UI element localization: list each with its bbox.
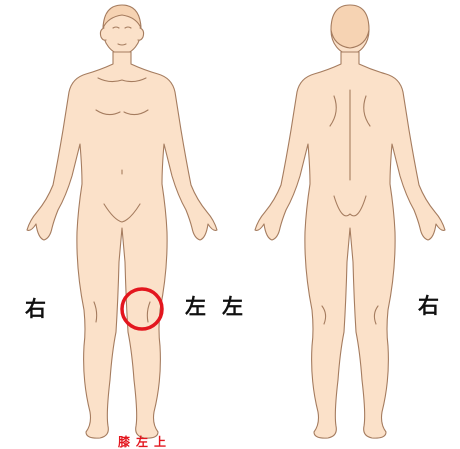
bottom-caption: 膝左上 <box>118 436 172 448</box>
back-body <box>255 5 445 438</box>
back-left-label: 左 <box>222 297 243 318</box>
front-right-label: 右 <box>25 299 46 320</box>
back-hair <box>331 5 369 48</box>
back-right-label: 右 <box>418 296 439 317</box>
front-body <box>27 5 217 438</box>
front-left-label: 左 <box>185 297 206 318</box>
front-torso <box>27 52 217 438</box>
